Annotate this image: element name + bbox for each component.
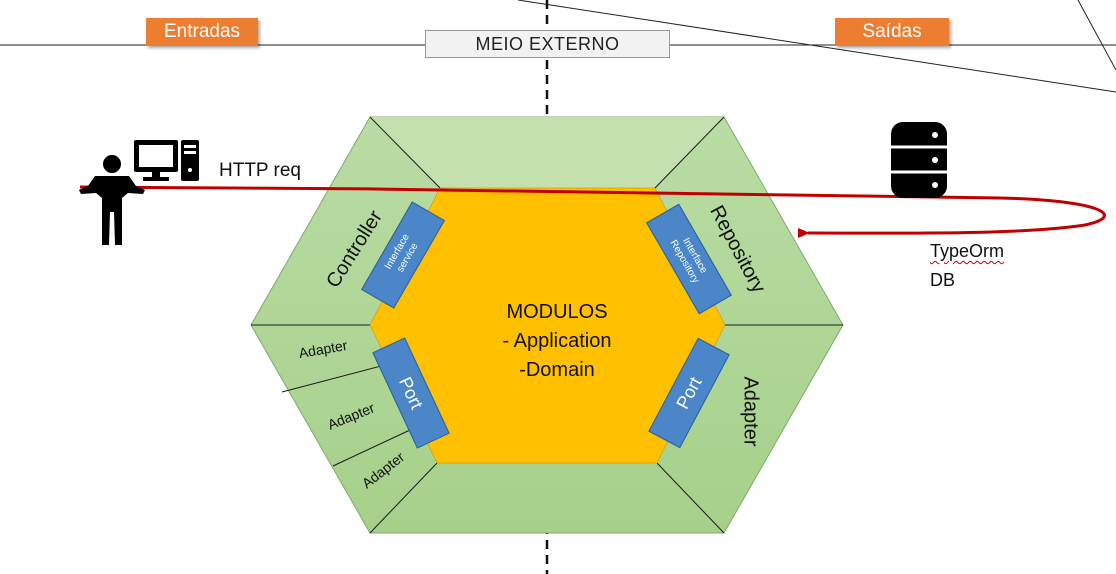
outputs-tag: Saídas: [835, 18, 949, 46]
port-right-label: Port: [671, 373, 706, 413]
typeorm-label: TypeOrm: [930, 241, 1005, 261]
core-domain: -Domain: [519, 359, 595, 381]
external-environment-label: MEIO EXTERNO: [425, 30, 670, 58]
inputs-tag: Entradas: [146, 18, 258, 46]
http-flow-arrow: [79, 185, 1106, 238]
port-left-label: Port: [395, 373, 428, 412]
core-modules-text: MODULOS - Application -Domain: [432, 298, 682, 385]
core-title: MODULOS: [506, 301, 608, 323]
person-icon: [79, 155, 145, 245]
computer-icon: [134, 140, 199, 181]
outer-hexagon-top-segment: [370, 117, 724, 188]
inner-hexagon: [369, 187, 726, 464]
adapter-right-label: Adapter: [739, 376, 762, 447]
db-label: DB: [930, 270, 956, 290]
core-application: - Application: [502, 330, 612, 352]
http-request-label: HTTP req: [219, 160, 302, 181]
database-icon: [891, 122, 947, 198]
segment-dividers: [251, 116, 843, 534]
